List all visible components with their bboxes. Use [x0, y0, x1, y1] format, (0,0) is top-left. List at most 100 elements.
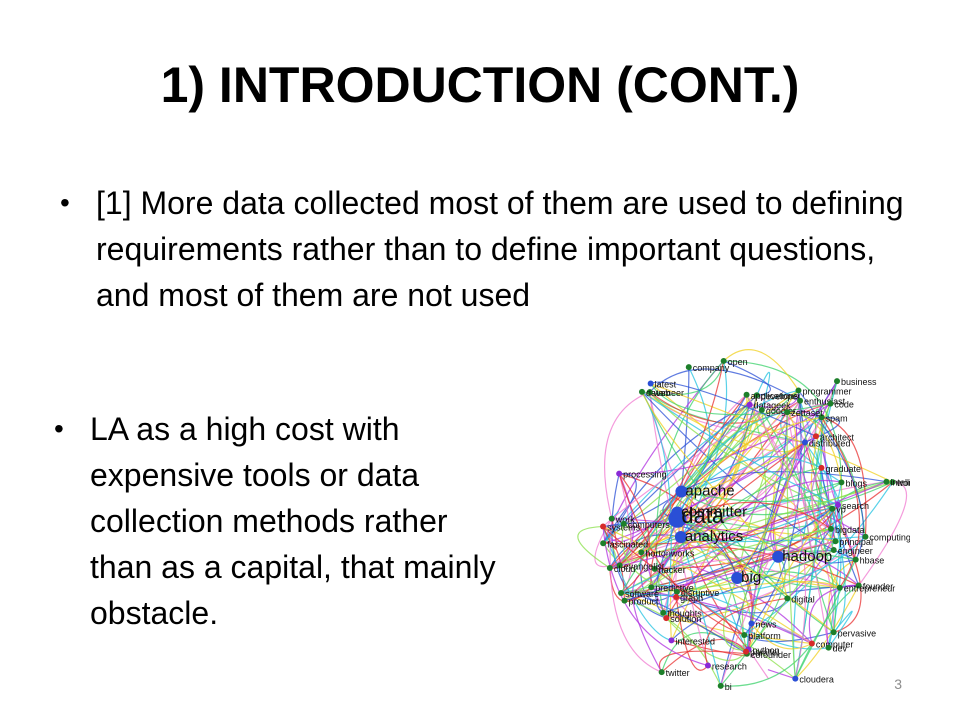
graph-node: dev [825, 644, 848, 654]
graph-node-label: predictive [655, 583, 694, 593]
graph-edges [577, 349, 908, 687]
graph-node-label: search [842, 501, 869, 511]
graph-node: computer [808, 639, 854, 649]
graph-edge [650, 394, 748, 588]
graph-node-label: pervasive [838, 628, 877, 638]
graph-node-label: principal [839, 537, 873, 547]
graph-node: working [889, 478, 910, 488]
graph-node: graduate [818, 464, 861, 474]
graph-node: twitter [658, 668, 690, 678]
graph-node-label: code [834, 400, 854, 410]
graph-edge [623, 404, 751, 525]
graph-node: work [608, 515, 635, 525]
graph-node-dot [674, 531, 687, 544]
graph-node: company [685, 363, 730, 373]
graph-node-label: bi [725, 682, 732, 692]
graph-node: disruptive [673, 588, 719, 598]
graph-edge [794, 585, 860, 680]
graph-node: founder [855, 581, 894, 591]
graph-node: zettaset [784, 408, 823, 418]
graph-edge [827, 504, 841, 648]
graph-edge [650, 383, 831, 416]
page-number: 3 [894, 676, 902, 692]
graph-node-label: computer [816, 639, 854, 649]
graph-node: web [646, 388, 670, 398]
graph-node-label: zettaset [791, 408, 823, 418]
graph-edge [786, 504, 839, 599]
graph-edge [676, 456, 822, 513]
graph-edge [640, 552, 678, 602]
graph-node: cloudera [792, 675, 834, 685]
graph-edge [761, 409, 836, 633]
graph-node-label: graph [680, 593, 703, 603]
graph-node-dot [889, 479, 896, 486]
graph-node-label: applications [751, 391, 799, 401]
graph-node: product [621, 597, 659, 607]
graph-node-label: software [625, 589, 659, 599]
graph-node-label: news [755, 620, 777, 630]
graph-node-label: blogs [845, 478, 867, 488]
graph-node: developer [753, 391, 800, 401]
graph-node-dot [743, 391, 750, 398]
graph-node: enthusiast [797, 397, 846, 407]
graph-node-label: processing [623, 470, 667, 480]
graph-node-label: interested [675, 636, 715, 646]
graph-node-label: research [712, 662, 747, 672]
graph-node-label: systems [607, 523, 641, 533]
graph-node-label: founder [863, 581, 894, 591]
graph-node-dot [663, 615, 670, 622]
graph-node-label: computing [869, 533, 910, 543]
graph-node: processing [616, 470, 667, 480]
graph-edge [661, 632, 747, 673]
graph-node-label: working [896, 478, 910, 488]
graph-node: search [834, 501, 869, 511]
graph-node-label: hacker [659, 565, 686, 575]
graph-node-dot [784, 409, 791, 416]
graph-edge [666, 536, 866, 619]
slide-title: 1) INTRODUCTION (CONT.) [160, 57, 800, 113]
graph-node-label: twitter [666, 668, 690, 678]
graph-node: applications [743, 391, 799, 401]
graph-node-dot [829, 505, 836, 512]
bullet-2-text: LA as a high cost with expensive tools o… [90, 411, 496, 631]
graph-node: digital [784, 594, 815, 604]
graph-node-dot [673, 588, 680, 595]
graph-node-dot [658, 669, 665, 676]
graph-edge [821, 416, 861, 589]
graph-edge [756, 371, 771, 411]
graph-node-label: open [728, 357, 748, 367]
graph-node: apache [675, 483, 735, 500]
graph-edge [821, 416, 867, 537]
graph-edge [602, 521, 738, 579]
graph-node-label: computers [628, 520, 671, 530]
graph-edge [641, 391, 779, 558]
graph-node: graph [673, 593, 703, 603]
graph-edge [750, 623, 813, 650]
graph-node: fascinated [600, 539, 648, 549]
graph-edge [723, 577, 749, 651]
graph-nodes: dataapachehadoopbiganalyticscommitterdis… [600, 357, 910, 692]
graph-node-label: hadoop [782, 548, 832, 565]
graph-edge [611, 517, 860, 586]
graph-node-dot [741, 631, 748, 638]
graph-node-dot [830, 629, 837, 636]
graph-edge [621, 592, 813, 645]
graph-edge [662, 441, 806, 614]
graph-node-label: spam [826, 413, 848, 423]
graph-edge [723, 349, 799, 391]
graph-edge [620, 504, 839, 594]
graph-node: cloud [606, 564, 635, 574]
graph-node: committer [671, 503, 747, 520]
graph-edge [743, 631, 834, 643]
graph-node: datageek [746, 401, 791, 411]
graph-node-dot [671, 506, 684, 519]
graph-node-dot [731, 571, 744, 584]
graph-node-dot [660, 609, 667, 616]
graph-edge [831, 508, 846, 633]
graph-node-dot [836, 584, 843, 591]
graph-node-label: evangelist [624, 561, 665, 571]
graph-node: distributed [801, 438, 850, 448]
network-graph-image: dataapachehadoopbiganalyticscommitterdis… [577, 349, 910, 692]
graph-node-dot [808, 640, 815, 647]
graph-node-dot [620, 520, 627, 527]
